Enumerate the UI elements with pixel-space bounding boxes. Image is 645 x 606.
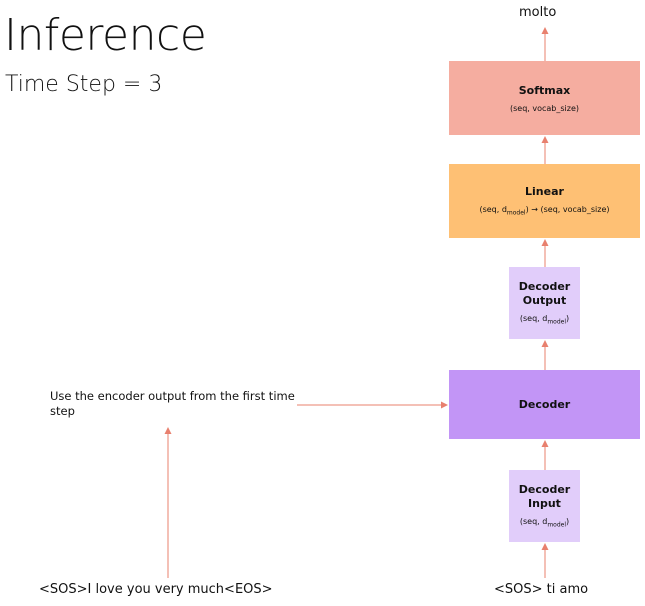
output-word: molto [519,5,557,20]
decoder-output-shape: (seq, dmodel) [519,314,570,326]
target-sequence: <SOS> ti amo [494,582,589,597]
source-sentence: <SOS>I love you very much<EOS> [39,582,273,597]
decoder-block: Decoder [449,370,640,439]
softmax-block: Softmax (seq, vocab_size) [449,61,640,135]
linear-label: Linear [525,185,564,199]
softmax-label: Softmax [518,83,571,97]
softmax-shape: (seq, vocab_size) [509,103,579,113]
decoder-input-shape: (seq, dmodel) [519,517,570,529]
page-title: Inference [4,10,207,61]
linear-shape: (seq, dmodel) → (seq, vocab_size) [479,205,610,217]
linear-block: Linear (seq, dmodel) → (seq, vocab_size) [449,164,640,238]
time-step-label: Time Step = 3 [5,72,163,97]
encoder-output-note: Use the encoder output from the first ti… [50,389,295,418]
decoder-label: Decoder [518,397,571,411]
